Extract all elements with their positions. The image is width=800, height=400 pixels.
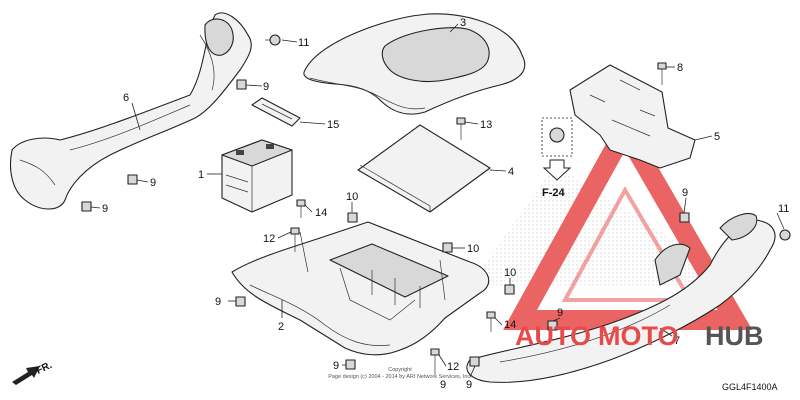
part-battery: [221, 139, 293, 213]
diagram-code: GGL4F1400A: [722, 382, 778, 392]
front-direction: FR.: [12, 360, 54, 385]
callout-11b: 11: [778, 203, 789, 215]
callout-9d: 9: [215, 296, 221, 308]
leader-lines: [90, 23, 785, 378]
watermark-text: AUTO MOTO HUB: [515, 321, 764, 351]
callout-9e: 9: [333, 360, 339, 372]
part-right-side-cover: [466, 212, 776, 383]
callout-9i: 9: [440, 379, 446, 391]
callout-9f: 9: [682, 187, 688, 199]
callout-12b: 12: [447, 361, 459, 373]
reference-label: F-24: [542, 187, 566, 199]
callout-4: 4: [508, 166, 514, 178]
fasteners: [81, 34, 791, 375]
callout-2: 2: [278, 321, 284, 333]
part-left-side-cover: [9, 12, 252, 210]
part-storage-box: [231, 221, 490, 356]
callout-10a: 10: [346, 191, 358, 203]
part-lid: [357, 124, 491, 213]
front-arrow-icon: [12, 366, 40, 385]
callout-14b: 14: [504, 319, 516, 331]
callout-10c: 10: [504, 267, 516, 279]
callout-10b: 10: [467, 243, 479, 255]
copyright-line-2: Page design (c) 2004 - 2014 by ARI Netwo…: [328, 374, 472, 380]
callout-1: 1: [198, 169, 204, 181]
reference-view-f24: F-24: [542, 159, 572, 199]
callout-3: 3: [460, 17, 466, 29]
part-seat-pad: [303, 13, 526, 115]
callout-14a: 14: [315, 207, 327, 219]
watermark-text-moto: MOTO: [598, 321, 679, 351]
callout-9b: 9: [150, 177, 156, 189]
reference-arrow-icon: [542, 159, 572, 181]
watermark-text-auto: AUTO: [515, 321, 591, 351]
callout-9h: 9: [466, 379, 472, 391]
callout-labels: 6 11 9 3 15 13 1 9 9 4 8 5 10 14 12 10 1…: [102, 17, 789, 391]
callout-8: 8: [677, 62, 683, 74]
callout-9g: 9: [557, 307, 563, 319]
callout-12a: 12: [263, 233, 275, 245]
callout-6: 6: [123, 92, 129, 104]
part-bracket: [569, 64, 696, 169]
callout-9c: 9: [102, 203, 108, 215]
callout-5: 5: [714, 131, 720, 143]
callout-13: 13: [480, 119, 492, 131]
watermark-text-hub: HUB: [705, 321, 764, 351]
part-strap: [251, 97, 301, 127]
front-label: FR.: [35, 360, 54, 377]
callout-7: 7: [674, 335, 680, 347]
copyright-line-1: Copyright: [388, 367, 412, 373]
callout-9a: 9: [263, 81, 269, 93]
callout-11a: 11: [298, 37, 309, 49]
callout-15: 15: [327, 119, 339, 131]
